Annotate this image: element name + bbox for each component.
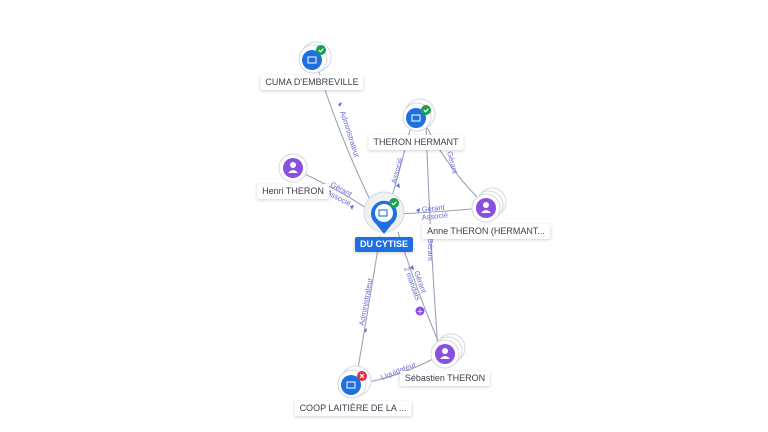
check-icon [421,105,431,115]
node-anne-theron[interactable] [471,187,507,223]
arrow-marker [410,265,414,270]
node-du-cytise[interactable] [363,191,405,234]
node-label-cuma[interactable]: CUMA D'EMBREVILLE [260,75,364,90]
check-icon [316,45,326,55]
check-icon [389,198,399,208]
expand-mandats-button[interactable] [415,306,425,316]
node-label-sebastien[interactable]: Sébastien THERON [399,371,491,386]
node-henri-theron[interactable] [278,153,308,183]
arrow-marker [338,102,342,107]
edge-coop-main [355,235,381,381]
edge-label-th-gerant-vertical: Gérant [426,238,435,262]
company-icon [341,375,361,395]
company-icon [406,108,426,128]
edge-label-coop-admin: Administrateur [357,277,374,327]
node-label-coop[interactable]: COOP LAITIÈRE DE LA ... [294,401,412,416]
edge-label-th-associe: Associé [389,157,404,185]
edge-label-th-gerant: Gérant [445,150,460,175]
arrow-marker [396,183,400,188]
arrow-marker [364,328,367,333]
node-coop-laitiere[interactable] [337,365,372,399]
node-label-du-cytise[interactable]: DU CYTISE [354,237,414,252]
node-cuma[interactable] [298,41,332,74]
edge-label-anne-gerant: Gérant [421,203,446,214]
company-icon [302,50,322,70]
plus-icon: + [417,307,424,316]
node-label-henri[interactable]: Henri THERON [257,184,329,199]
arrow-marker [416,208,420,213]
arrow-marker [350,205,354,210]
node-theron-hermant[interactable] [402,98,436,132]
node-sebastien-theron[interactable] [430,333,466,369]
node-label-anne[interactable]: Anne THERON (HERMANT... [422,224,550,239]
edge-label-anne-associe: Associé [421,210,448,222]
node-label-theron-hermant[interactable]: THERON HERMANT [368,135,464,150]
